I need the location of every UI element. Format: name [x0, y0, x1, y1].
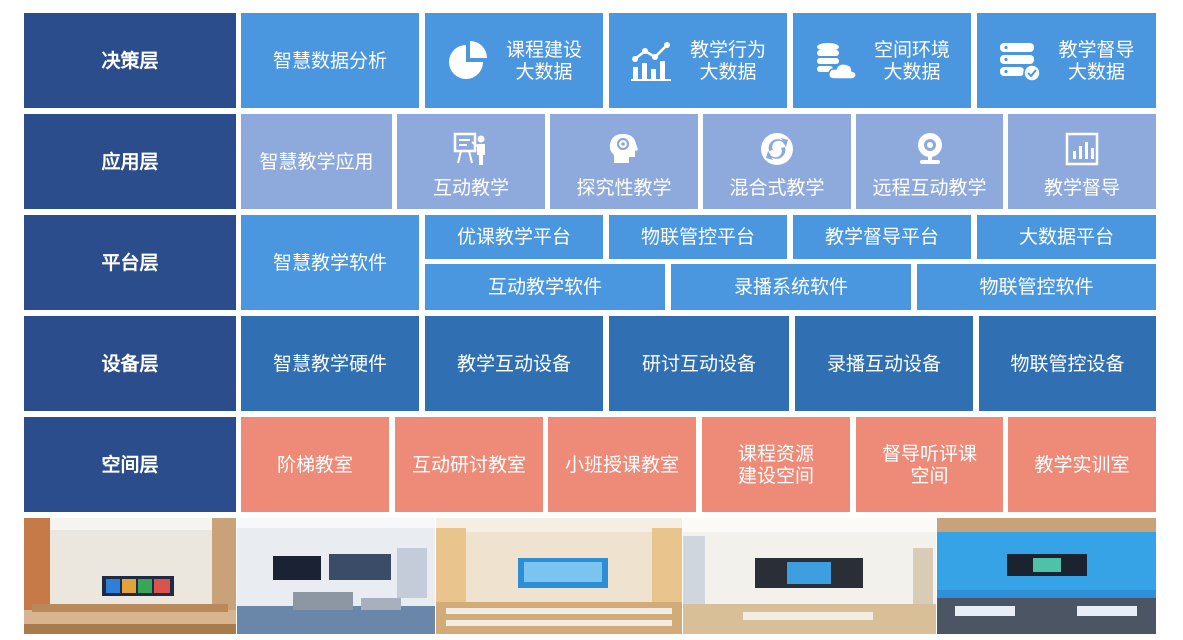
decision-item-label: 教学行为 大数据 [689, 38, 766, 83]
decision-item-space: 空间环境 大数据 [793, 13, 971, 108]
platform-item: 大数据平台 [977, 215, 1156, 259]
platform-main: 智慧教学软件 [241, 215, 419, 310]
decision-item-label: 空间环境 大数据 [873, 38, 950, 83]
layer-label-application: 应用层 [24, 114, 236, 209]
decision-item-supervision: 教学督导 大数据 [977, 13, 1156, 108]
device-main: 智慧教学硬件 [241, 316, 419, 411]
platform-software: 录播系统软件 [671, 264, 911, 310]
application-item-label: 教学督导 [1043, 176, 1120, 199]
application-item-label: 远程互动教学 [872, 176, 987, 199]
webcam-icon [917, 132, 942, 164]
application-item-remote: 远程互动教学 [856, 114, 1003, 209]
bar-chart-icon [1065, 132, 1099, 165]
device-item: 教学互动设备 [425, 316, 603, 411]
platform-item: 物联管控平台 [609, 215, 787, 259]
platform-software: 互动教学软件 [425, 264, 665, 310]
application-item-supervision: 教学督导 [1008, 114, 1156, 209]
decision-item-behavior: 教学行为 大数据 [609, 13, 787, 108]
application-item-label: 混合式教学 [729, 176, 825, 199]
refresh-cycle-icon [761, 132, 793, 165]
application-item-label: 探究性教学 [576, 176, 672, 199]
platform-software: 物联管控软件 [917, 264, 1156, 310]
layer-label-device: 设备层 [24, 316, 236, 411]
application-item-label: 互动教学 [432, 176, 509, 199]
space-item: 小班授课教室 [548, 417, 696, 512]
decision-item-label: 教学督导 大数据 [1058, 38, 1135, 83]
presenter-board-icon [453, 132, 485, 165]
layer-label-decision: 决策层 [24, 13, 236, 108]
device-item: 录播互动设备 [795, 316, 973, 411]
space-item: 教学实训室 [1008, 417, 1156, 512]
layer-label-space: 空间层 [24, 417, 236, 512]
device-item: 研讨互动设备 [609, 316, 789, 411]
space-item: 课程资源 建设空间 [702, 417, 850, 512]
application-item-blended: 混合式教学 [703, 114, 851, 209]
application-item-interactive: 互动教学 [397, 114, 545, 209]
classroom-photo-training-room [937, 518, 1156, 634]
platform-item: 教学督导平台 [793, 215, 971, 259]
application-item-inquiry: 探究性教学 [550, 114, 698, 209]
classroom-photo-lecture-hall [24, 518, 236, 634]
layer-label-platform: 平台层 [24, 215, 236, 310]
classroom-photo-resource-studio [683, 518, 936, 634]
bar-line-chart-icon [630, 41, 671, 81]
decision-main: 智慧数据分析 [241, 13, 419, 108]
classroom-photo-small-class [436, 518, 682, 634]
pie-chart-icon [448, 40, 487, 79]
space-item: 督导听评课 空间 [856, 417, 1003, 512]
decision-item-course: 课程建设 大数据 [425, 13, 603, 108]
decision-item-label: 课程建设 大数据 [505, 38, 582, 83]
database-cloud-icon [816, 42, 857, 80]
classroom-photo-seminar [237, 518, 435, 634]
platform-item: 优课教学平台 [425, 215, 603, 259]
space-item: 互动研讨教室 [395, 417, 543, 512]
head-gear-icon [609, 133, 638, 163]
application-main: 智慧教学应用 [241, 114, 392, 209]
server-check-icon [1000, 42, 1042, 82]
device-item: 物联管控设备 [979, 316, 1156, 411]
space-item: 阶梯教室 [241, 417, 389, 512]
